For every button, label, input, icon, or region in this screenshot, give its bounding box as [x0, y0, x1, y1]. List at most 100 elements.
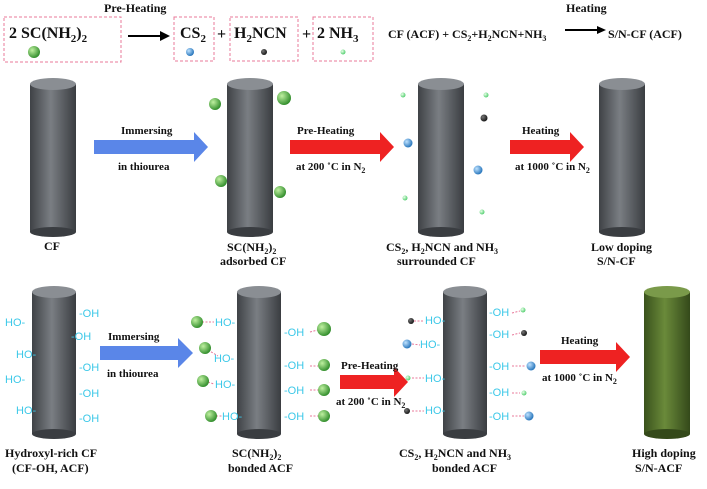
row1-labels: Immersing in thiourea Pre-Heating at 200…	[44, 125, 652, 268]
fiber-thiourea-bonded	[237, 286, 281, 439]
cs2-box	[173, 16, 215, 62]
oh-label: -OH	[284, 360, 304, 372]
bonded-label-2: bonded ACF	[228, 461, 293, 475]
plus-sign-2: +	[302, 26, 311, 43]
h2ncn-ball-icon	[408, 318, 414, 324]
oh-label: -OH	[284, 411, 304, 423]
nh3-formula: 2 NH3	[317, 25, 359, 45]
second-equation: CF (ACF) + CS2+H2NCN+NH3	[388, 27, 546, 43]
thiourea-ball-icon	[197, 375, 209, 387]
thiourea-ball-icon	[318, 384, 330, 396]
row1-arrows	[94, 132, 584, 162]
row2-labels: Immersing in thiourea Pre-Heating at 200…	[5, 331, 696, 475]
ho-label: HO-	[425, 315, 446, 327]
step1-bottom-label: in thiourea	[118, 161, 170, 173]
ho-label: HO-	[214, 353, 235, 365]
thiourea-ball-icon	[318, 359, 330, 371]
thiourea-ball-icon	[277, 91, 291, 105]
oh-label: -OH	[71, 331, 91, 343]
step3-bottom-label: at 1000 ˚C in N2	[515, 161, 590, 175]
ho-label: HO-	[16, 349, 37, 361]
nh3-box	[312, 16, 374, 62]
thiourea-ball-icon	[199, 342, 211, 354]
second-equation-product: S/N-CF (ACF)	[608, 27, 682, 41]
adsorbed-label-2: adsorbed CF	[220, 254, 286, 268]
thiourea-ball-icon	[191, 316, 203, 328]
nh3-ball-icon	[521, 390, 527, 396]
oh-label: -OH	[79, 413, 99, 425]
preheat-label: Pre-Heating	[104, 1, 166, 15]
row2-fibers	[32, 286, 690, 439]
oh-label: -OH	[489, 307, 509, 319]
fiber-adsorbed	[227, 78, 273, 237]
fiber-bonded-acf	[443, 286, 487, 439]
row1-molecules	[209, 91, 489, 215]
h2ncn-ball-icon	[261, 49, 267, 55]
fiber-low-doping	[599, 78, 645, 237]
ho-label: HO-	[222, 411, 243, 423]
high-doping-label-2: S/N-ACF	[635, 461, 682, 475]
fiber-high-doping	[644, 286, 690, 439]
ho-label: HO-	[5, 374, 26, 386]
bonded2-label-2: bonded ACF	[432, 461, 497, 475]
thiourea-ball-icon	[28, 46, 40, 58]
oh-label: -OH	[79, 308, 99, 320]
second-arrow-head-icon	[597, 26, 606, 34]
ho-label: HO-	[425, 405, 446, 417]
thiourea-ball-icon	[318, 410, 330, 422]
hydroxyl-cf-label-1: Hydroxyl-rich CF	[5, 446, 97, 460]
oh-label: -OH	[489, 329, 509, 341]
reactant-formula: 2 SC(NH2)2	[9, 25, 88, 45]
nh3-ball-icon	[405, 375, 411, 381]
row2-arrows	[100, 338, 630, 397]
h2ncn-formula: H2NCN	[234, 25, 287, 45]
bonded-label-1: SC(NH2)2	[232, 446, 281, 462]
cs2-ball-icon	[403, 138, 413, 148]
thiourea-ball-icon	[215, 175, 227, 187]
row2-hydroxyl-groups: HO- -OH HO- -OH HO- -OH HO- -OH -OH HO- …	[5, 307, 509, 425]
arrow-immersing-2	[100, 338, 193, 368]
h2ncn-ball-icon	[521, 330, 527, 336]
fiber-hydroxyl-rich	[32, 286, 76, 439]
nh3-ball-icon	[402, 195, 408, 201]
ho-label: HO-	[5, 317, 26, 329]
arrow-preheating-2	[340, 367, 408, 397]
oh-label: -OH	[284, 327, 304, 339]
cs2-ball-icon	[402, 339, 412, 349]
nh3-ball-icon	[520, 307, 526, 313]
bonded2-label-1: CS2, H2NCN and NH3	[399, 446, 511, 462]
reaction-arrow-head-icon	[160, 31, 170, 41]
heating-label: Heating	[566, 1, 607, 15]
step3-top-label: Heating	[522, 125, 560, 137]
arrow-immersing-1	[94, 132, 208, 162]
h2ncn-ball-icon	[480, 114, 488, 122]
reaction-equation: Pre-Heating 2 SC(NH2)2 CS2 + H2NCN + 2 N…	[3, 1, 682, 63]
step3-top-label-2: Heating	[561, 335, 599, 347]
cs2-ball-icon	[186, 48, 194, 56]
thiourea-ball-icon	[317, 322, 331, 336]
ho-label: HO-	[420, 339, 441, 351]
low-doping-label-1: Low doping	[591, 240, 652, 254]
ho-label: HO-	[425, 373, 446, 385]
row2-molecules	[191, 307, 536, 422]
cf-label: CF	[44, 239, 60, 253]
surrounded-label-1: CS2, H2NCN and NH3	[386, 240, 498, 256]
cs2-ball-icon	[524, 411, 534, 421]
arrow-heating-1	[510, 132, 584, 162]
thiourea-ball-icon	[209, 98, 221, 110]
cs2-formula: CS2	[180, 25, 206, 45]
nh3-ball-icon	[340, 49, 346, 55]
thiourea-ball-icon	[205, 410, 217, 422]
oh-label: -OH	[284, 385, 304, 397]
surrounded-label-2: surrounded CF	[397, 254, 476, 268]
adsorbed-label-1: SC(NH2)2	[227, 240, 276, 256]
row1-fibers	[30, 78, 645, 237]
high-doping-label-1: High doping	[632, 446, 696, 460]
step2-bottom-label-2: at 200 ˚C in N2	[336, 396, 405, 410]
step3-bottom-label-2: at 1000 ˚C in N2	[542, 372, 617, 386]
cs2-ball-icon	[526, 361, 536, 371]
step1-bottom-label-2: in thiourea	[107, 368, 159, 380]
arrow-heating-2	[540, 342, 630, 372]
ho-label: HO-	[215, 379, 236, 391]
